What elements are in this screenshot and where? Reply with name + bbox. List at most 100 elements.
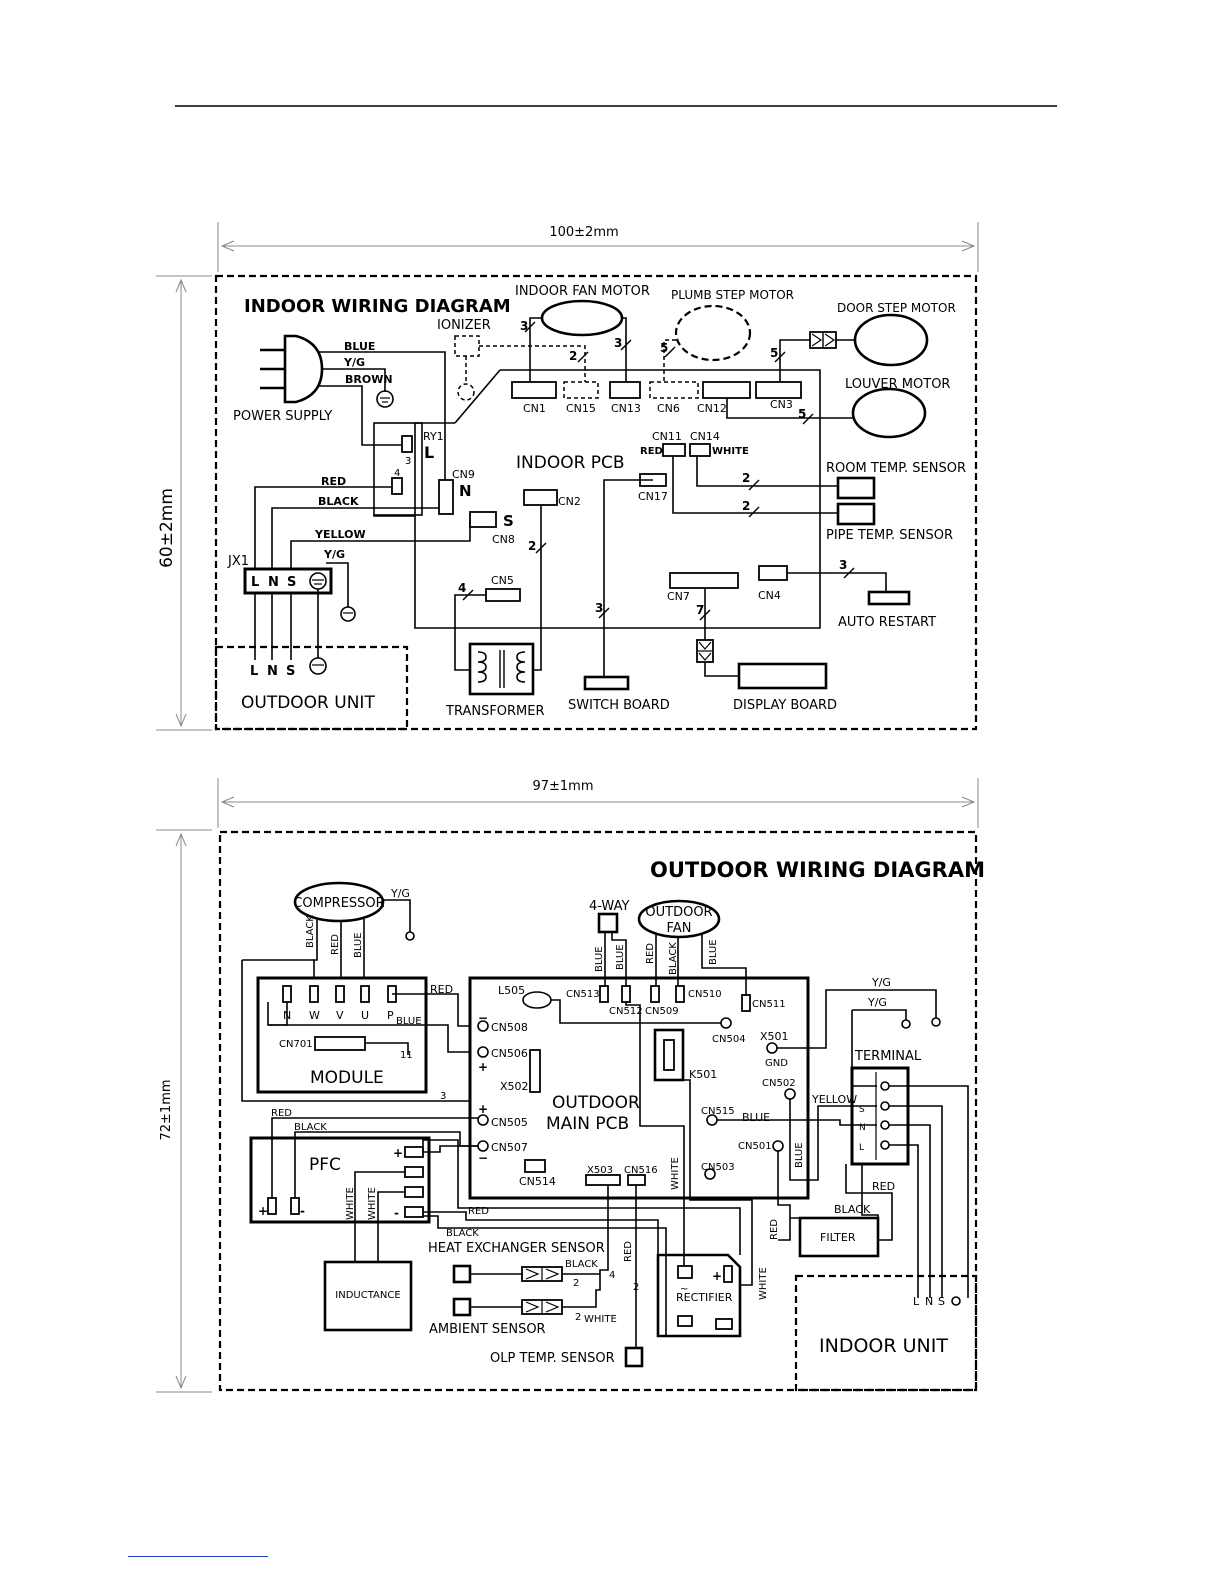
indoor-term-s: S <box>938 1295 945 1308</box>
wire <box>889 1105 943 1298</box>
wire-label-red: RED <box>430 983 453 996</box>
wire <box>525 1268 540 1280</box>
wire-label-blue: BLUE <box>396 1016 422 1027</box>
wire-label-red: RED <box>769 1219 780 1240</box>
pfc-minus-sign: - <box>300 1204 305 1218</box>
wire <box>680 1079 753 1286</box>
wire <box>545 1268 560 1280</box>
count-label: 4 <box>458 581 466 595</box>
module-pin-u: U <box>361 1009 369 1022</box>
connector-cn14 <box>689 443 711 457</box>
letter-n: N <box>459 482 472 500</box>
count-label: 3 <box>839 558 847 572</box>
wire-label-blue: BLUE <box>708 939 719 965</box>
louver-motor <box>851 387 927 439</box>
wire <box>777 989 846 1049</box>
slash <box>535 542 547 554</box>
four-way-label: 4-WAY <box>589 899 629 914</box>
outdoor-height-dimension: 72±1mm <box>159 1079 174 1140</box>
connector-cn5-label: CN5 <box>491 574 514 587</box>
terminal-pin-l: L <box>251 575 259 590</box>
footer-link-underline <box>128 1556 268 1557</box>
connector-cn9-label: CN9 <box>452 468 475 481</box>
wire <box>889 1124 931 1298</box>
outdoor-unit-box <box>214 645 409 731</box>
wire <box>267 1002 478 1053</box>
connector-cn1 <box>511 381 557 399</box>
connector-cn507-label: CN507 <box>491 1141 528 1154</box>
wire <box>663 339 676 382</box>
wire-label-blue: BLUE <box>615 944 626 970</box>
outdoor-frame <box>218 830 978 1392</box>
sign-plus: + <box>478 1102 488 1116</box>
slash <box>577 351 589 363</box>
terminal-pin-s: S <box>287 575 296 590</box>
pad-cn505 <box>477 1114 489 1126</box>
outdoor-main-pcb-label-2: MAIN PCB <box>546 1114 629 1134</box>
wire <box>861 1164 879 1230</box>
wire-label-black: BLACK <box>834 1203 871 1216</box>
wire <box>824 333 836 347</box>
wire <box>326 562 349 607</box>
wire <box>846 989 937 1018</box>
door-step-motor-label: DOOR STEP MOTOR <box>837 301 956 315</box>
outdoor-fan <box>637 899 721 939</box>
wire-label-blue: BLUE <box>794 1142 805 1168</box>
outdoor-unit-label: OUTDOOR UNIT <box>241 693 375 713</box>
wire <box>889 1085 969 1298</box>
ionizer-ground-icon <box>457 383 475 401</box>
heat-exchanger-sensor <box>452 1264 472 1284</box>
ground-icon <box>901 1019 911 1029</box>
heat-exchanger-sensor-label: HEAT EXCHANGER SENSOR <box>428 1241 605 1256</box>
compressor-label: COMPRESSOR <box>293 896 384 911</box>
connector-cn510 <box>675 985 685 1003</box>
slash <box>462 589 474 601</box>
outdoor-ground-icon <box>309 657 327 675</box>
relay-coil <box>663 1039 675 1071</box>
wire <box>779 339 810 382</box>
connector-cn509-label: CN509 <box>645 1006 679 1017</box>
rectifier <box>656 1253 742 1338</box>
connector-cn511 <box>741 994 751 1012</box>
wire <box>271 1117 478 1198</box>
connector-cn516 <box>627 1174 646 1186</box>
dim-arrow <box>961 796 976 808</box>
pfc-pin <box>290 1197 300 1215</box>
wire <box>778 1217 800 1241</box>
relay-ry1 <box>373 422 423 516</box>
outdoor-width-dimension: 97±1mm <box>532 779 593 794</box>
terminal-block <box>850 1066 910 1166</box>
wire-label-black: BLACK <box>446 1228 479 1239</box>
dim-arrow <box>220 796 235 808</box>
connector-cn12 <box>702 381 751 399</box>
outdoor-fan-label-1: OUTDOOR <box>645 905 712 920</box>
connector-cn8 <box>469 511 497 528</box>
filter-label: FILTER <box>820 1231 856 1244</box>
wire <box>454 369 501 424</box>
wire <box>318 351 446 480</box>
wire <box>313 920 318 986</box>
connector-cn506-label: CN506 <box>491 1047 528 1060</box>
rectifier-terminal <box>677 1315 693 1327</box>
pfc-terminal <box>404 1166 424 1178</box>
wire-label-yg: Y/G <box>867 996 887 1009</box>
gnd-label: GND <box>765 1058 788 1069</box>
ambient-sensor <box>452 1297 472 1317</box>
indoor-fan-motor-label: INDOOR FAN MOTOR <box>515 284 650 299</box>
wire-label-white: WHITE <box>367 1187 378 1220</box>
wire <box>354 1171 405 1262</box>
transformer-coil-icon <box>477 651 487 683</box>
inductance-label: INDUCTANCE <box>335 1290 400 1301</box>
connector-cn4 <box>758 565 788 581</box>
pfc-label: PFC <box>309 1155 341 1175</box>
letter-l: L <box>424 443 434 462</box>
connector-cn514 <box>524 1159 546 1173</box>
connector-x502-label: X502 <box>500 1080 529 1093</box>
pfc-terminal <box>404 1146 424 1158</box>
count-label: 2 <box>575 1312 581 1323</box>
pipe-temp-sensor-label: PIPE TEMP. SENSOR <box>826 528 953 543</box>
relay-k501 <box>653 1028 685 1082</box>
count-label: 4 <box>609 1270 615 1281</box>
wire <box>698 652 712 661</box>
rectifier-terminal <box>677 1265 693 1279</box>
